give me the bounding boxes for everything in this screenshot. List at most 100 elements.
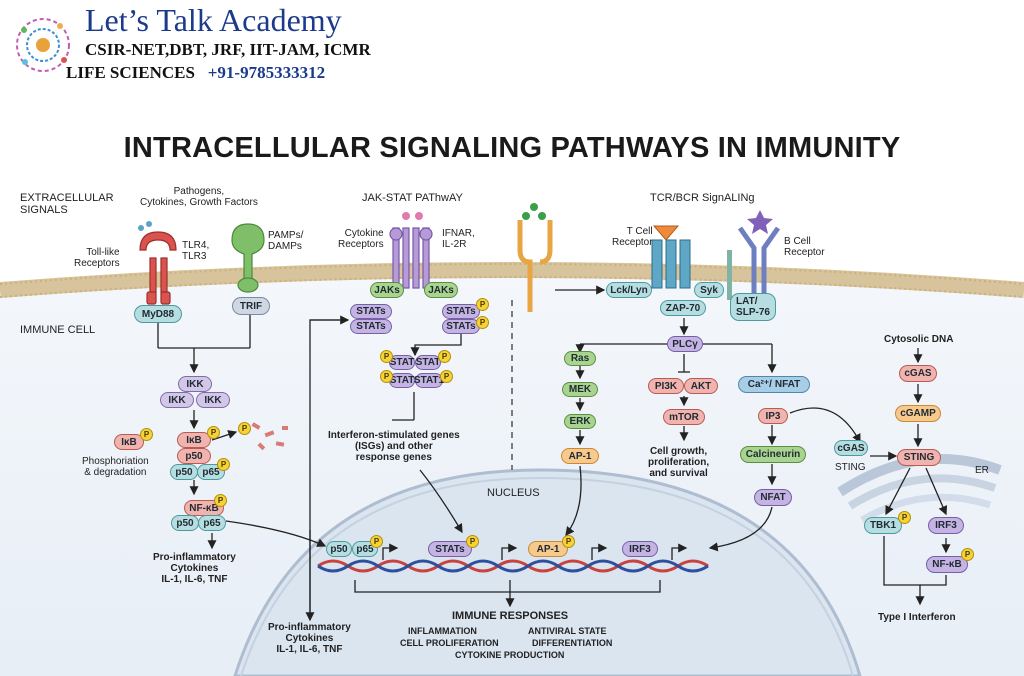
label-cell-growth: Cell growth, proliferation, and survival <box>648 446 710 479</box>
badge-p: P <box>440 370 453 383</box>
label-tlr4: TLR4, TLR3 <box>182 240 210 262</box>
label-resp-proliferation: CELL PROLIFERATION <box>400 638 499 648</box>
badge-p: P <box>238 422 251 435</box>
section-extracellular: EXTRACELLULAR SIGNALS <box>20 192 114 216</box>
label-nfat: NFAT <box>774 379 801 390</box>
badge-p: P <box>140 428 153 441</box>
dna-node-stats: STATs <box>428 541 472 557</box>
label-type1-ifn: Type I Interferon <box>878 612 956 623</box>
node-p50: p50 <box>177 448 211 464</box>
toll-like-receptor-icon <box>139 231 177 305</box>
antigen-icon <box>652 225 680 241</box>
badge-p: P <box>476 316 489 329</box>
badge-p: P <box>898 511 911 524</box>
label-resp-antiviral: ANTIVIRAL STATE <box>528 626 607 636</box>
node-stat-2: STAT <box>415 355 441 370</box>
label-phospho: Phosphoriation & degradation <box>82 456 149 478</box>
node-ikk-right: IKK <box>196 392 230 408</box>
label-resp-cytokine: CYTOKINE PRODUCTION <box>455 650 565 660</box>
logo-phone: +91-9785333312 <box>207 63 326 82</box>
badge-p: P <box>476 298 489 311</box>
logo-subject-line: LIFE SCIENCES +91-9785333312 <box>66 63 325 82</box>
section-jakstat: JAK-STAT PAThwAY <box>362 192 463 204</box>
badge-p: P <box>370 535 383 548</box>
label-bcell-receptor: B Cell Receptor <box>784 236 825 258</box>
label-pamps: PAMPs/ DAMPs <box>268 230 304 252</box>
cytokine-receptor-icon <box>389 227 433 289</box>
label-cytosolic-dna: Cytosolic DNA <box>884 334 954 345</box>
node-ap1: AP-1 <box>561 448 599 464</box>
badge-p: P <box>380 350 393 363</box>
node-jaks-left: JAKs <box>370 282 404 298</box>
node-myd88: MyD88 <box>134 305 182 323</box>
node-cgamp: cGAMP <box>895 405 941 422</box>
node-trif: TRIF <box>232 297 270 315</box>
badge-p: P <box>380 370 393 383</box>
logo-exams: CSIR-NET,DBT, JRF, IIT-JAM, ICMR <box>85 40 371 59</box>
dna-strand-red <box>317 559 709 573</box>
badge-p: P <box>562 535 575 548</box>
node-mtor: mTOR <box>663 409 705 425</box>
label-proinf-1: Pro-inflammatory Cytokines IL-1, IL-6, T… <box>153 552 236 585</box>
node-lck-lyn: Lck/Lyn <box>606 282 652 298</box>
node-stat-4: STAT1 <box>413 373 445 388</box>
node-tbk1: TBK1 <box>864 517 902 534</box>
node-akt: AKT <box>684 378 718 394</box>
node-ikk-left: IKK <box>160 392 194 408</box>
section-tcr: TCR/BCR SignALINg <box>650 192 755 204</box>
degradation-fragments-icon <box>251 422 288 451</box>
badge-p: P <box>217 458 230 471</box>
node-p50-c: p50 <box>171 515 199 531</box>
node-nfkb-2: NF-κB <box>926 556 968 573</box>
badge-p: P <box>961 548 974 561</box>
node-nfkb: NF-κB <box>184 500 224 516</box>
dna-node-p50: p50 <box>326 541 352 557</box>
label-resp-inflammation: INFLAMMATION <box>408 626 477 636</box>
node-cgas-2: cGAS <box>834 440 868 456</box>
dna-strand-blue <box>317 559 709 573</box>
orange-receptor-icon <box>517 220 553 312</box>
dna-node-irf3: IRF3 <box>622 541 658 557</box>
badge-p: P <box>214 494 227 507</box>
node-ikb-center: IκB <box>177 432 211 448</box>
node-cgas: cGAS <box>899 365 937 382</box>
node-stat-1: STAT <box>389 355 415 370</box>
label-er: ER <box>975 465 989 476</box>
nucleus <box>233 468 862 676</box>
section-nucleus: NUCLEUS <box>487 487 540 499</box>
node-ca-nfat: Ca²⁺/ NFAT <box>738 376 810 393</box>
node-ras: Ras <box>564 351 596 366</box>
node-pi3k: PI3K <box>648 378 684 394</box>
node-stats-right-1: STATs <box>442 304 480 319</box>
academy-logo-icon <box>16 18 70 72</box>
logo-title: Let’s Talk Academy <box>85 2 342 38</box>
node-plcg: PLCγ <box>667 336 703 352</box>
label-proinf-2: Pro-inflammatory Cytokines IL-1, IL-6, T… <box>268 622 351 655</box>
node-irf3: IRF3 <box>928 517 964 534</box>
node-sting: STING <box>897 449 941 466</box>
b-cell-receptor-icon <box>737 226 781 293</box>
badge-p: P <box>207 426 220 439</box>
node-stats-right-2: STATs <box>442 319 480 334</box>
label-ifnar: IFNAR, IL-2R <box>442 228 475 250</box>
node-stats-left-1: STATs <box>350 304 392 319</box>
node-ikk-top: IKK <box>178 376 212 392</box>
label-sting: STING <box>835 462 866 473</box>
node-p50-b: p50 <box>170 464 198 480</box>
label-cytokine-receptors: Cytokine Receptors <box>338 228 384 250</box>
node-ikb-left: IκB <box>114 434 144 450</box>
node-lat: LAT/ SLP-76 <box>730 293 776 321</box>
node-jaks-right: JAKs <box>424 282 458 298</box>
label-immune-responses: IMMUNE RESPONSES <box>452 610 569 622</box>
label-ca: Ca²⁺/ <box>747 379 772 390</box>
pamp-receptor-icon <box>231 223 265 293</box>
page-title: INTRACELLULAR SIGNALING PATHWAYS IN IMMU… <box>123 132 901 164</box>
label-tcell-receptor: T Cell Receptor <box>612 226 653 248</box>
dna-node-ap1: AP-1 <box>528 541 568 557</box>
node-syk: Syk <box>694 282 724 298</box>
node-ip3: IP3 <box>758 408 788 424</box>
node-nfat-2: NFAT <box>754 489 792 506</box>
node-mek: MEK <box>562 382 598 397</box>
node-stats-left-2: STATs <box>350 319 392 334</box>
